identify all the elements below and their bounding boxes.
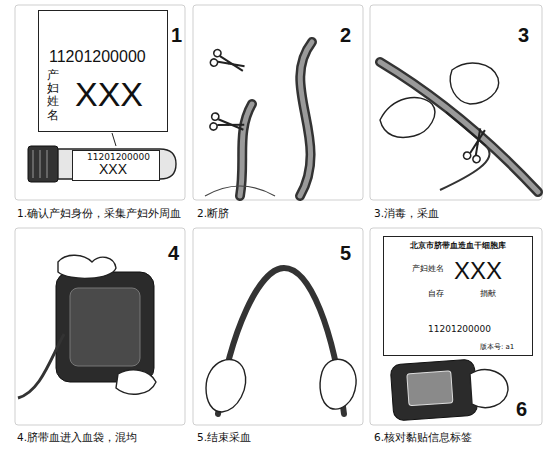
- bag-label: 北京市脐带血造血干细胞库产妇姓名 XXX 自存 捐献 11201200000 版本号: a…: [383, 236, 533, 356]
- sample-label: 11201200000 产妇姓名 XXX: [38, 10, 168, 132]
- name-value: XXX: [75, 75, 143, 114]
- sample-number: 11201200000: [87, 152, 150, 162]
- callout-number: 1: [171, 24, 182, 47]
- option-text: 捐献: [480, 289, 496, 298]
- field-name: 产妇姓名: [412, 264, 444, 273]
- step-caption: 5.结束采血: [197, 431, 251, 443]
- step-caption: 4.脐带血进入血袋，混均: [17, 431, 137, 443]
- version-text: 版本号: a1: [480, 343, 514, 351]
- sample-number: 11201200000: [428, 324, 491, 334]
- step-caption: 2.断脐: [197, 207, 229, 219]
- name-value: XXX: [99, 161, 127, 177]
- step-caption: 1.确认产妇身份，采集产妇外周血: [17, 207, 181, 219]
- callout-number: 5: [340, 242, 351, 265]
- callout-number: 3: [518, 24, 529, 47]
- option-text: 自存: [428, 289, 444, 298]
- field-name: 产妇姓名: [47, 69, 59, 122]
- callout-number: 6: [516, 398, 527, 421]
- callout-number: 2: [340, 24, 351, 47]
- bank-name: 北京市脐带血造血干细胞库: [410, 241, 506, 250]
- step-caption: 3.消毒，采血: [374, 207, 439, 219]
- tube-label: 11201200000XXX: [72, 150, 160, 181]
- callout-number: 4: [168, 242, 179, 265]
- name-value: XXX: [454, 257, 502, 285]
- sample-number: 11201200000: [49, 48, 146, 66]
- step-caption: 6.核对黏贴信息标签: [374, 431, 472, 443]
